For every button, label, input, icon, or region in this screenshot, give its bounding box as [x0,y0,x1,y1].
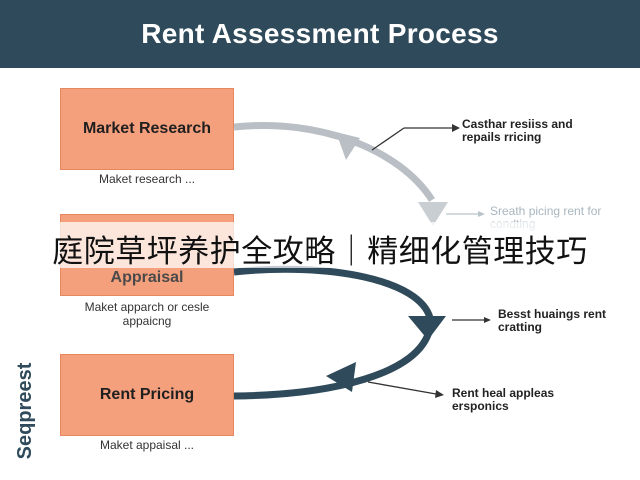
note-3: Besst huaings rent cratting [498,307,607,334]
pointer-4 [367,381,437,395]
arrowhead-3 [326,362,356,392]
pointer-3-head [484,317,491,323]
overlay-banner [0,222,640,268]
step-caption: Maket appaisal ... [99,438,195,452]
page-title: Rent Assessment Process [141,18,499,49]
arrow-curve-3 [233,327,434,400]
pointer-2-head [478,211,485,217]
arrowhead-1a [336,132,360,160]
note-4: Rent heal appleas ersponics [452,386,555,413]
header-bar: Rent Assessment Process [0,0,640,68]
step-caption: Maket research ... [98,172,196,186]
overlay-banner-text: 庭院草坪养护全攻略｜精细化管理技巧 [52,234,588,269]
step-box-rent-pricing: Rent Pricing [60,354,234,436]
arrowhead-1b [418,202,448,226]
step-label: Market Research [82,120,212,137]
brand-logo-text: Seqpreest [14,362,36,460]
pointer-1 [371,127,405,151]
step-caption: Maket apparch or cesle appaicng [84,300,210,328]
step-label: Appraisal [110,269,184,286]
note-1: Casthar resiiss and repails rricing [462,117,573,144]
pointer-1-head [452,124,460,132]
step-box-market-research: Market Research [60,88,234,170]
step-label: Rent Pricing [99,386,195,403]
arrow-curve-1 [233,122,435,202]
pointer-4-head [435,390,444,398]
arrow-curve-2 [233,265,434,320]
